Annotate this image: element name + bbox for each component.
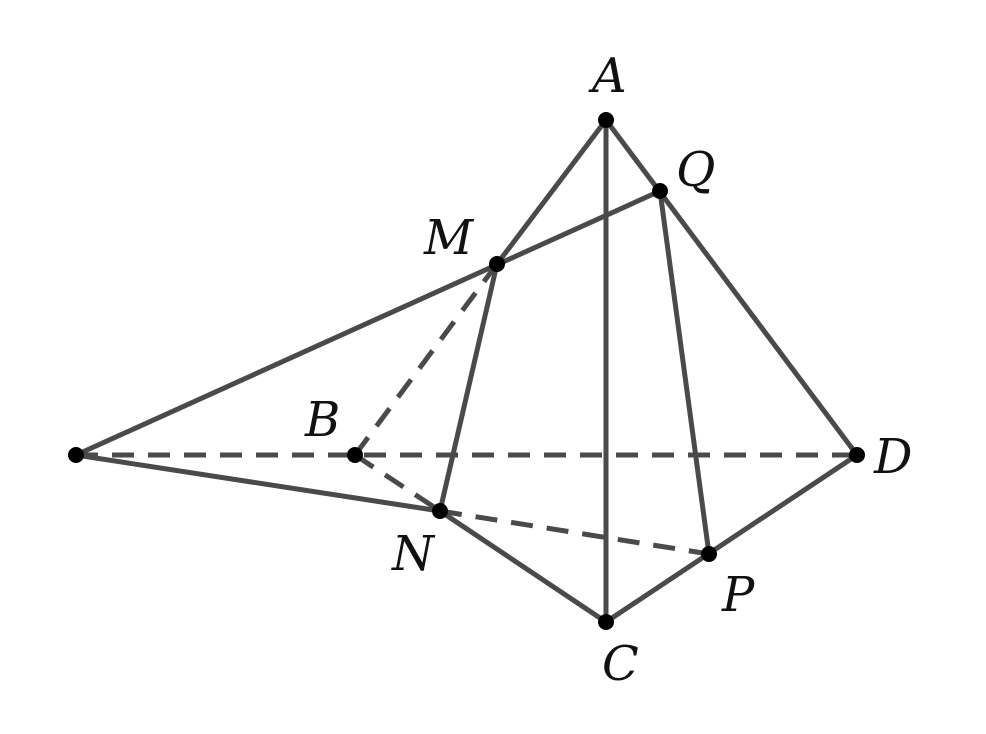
vertices	[68, 112, 865, 630]
vertex-B	[347, 447, 363, 463]
vertex-Q	[652, 183, 668, 199]
labels: A Q M B D N P C	[304, 48, 912, 692]
label-M: M	[423, 210, 475, 266]
label-C: C	[602, 636, 639, 692]
vertex-C	[598, 614, 614, 630]
edge-CD	[603, 452, 860, 625]
edge-NP-dashed	[439, 508, 710, 557]
edge-AM	[494, 117, 609, 267]
label-A: A	[588, 48, 627, 104]
label-B: B	[304, 392, 340, 448]
vertex-M	[489, 256, 505, 272]
label-P: P	[721, 567, 755, 623]
label-N: N	[391, 526, 436, 582]
label-Q: Q	[676, 142, 715, 198]
edge-NC	[437, 508, 609, 625]
vertex-N	[432, 503, 448, 519]
hidden-edges	[76, 262, 857, 557]
solid-edges	[73, 117, 860, 625]
vertex-P	[701, 546, 717, 562]
edge-BM-dashed	[352, 262, 500, 457]
edge-BN-dashed	[353, 452, 442, 514]
vertex-D	[849, 447, 865, 463]
edge-E-N	[73, 452, 443, 514]
vertex-E	[68, 447, 84, 463]
vertex-A	[598, 112, 614, 128]
edge-QP	[657, 188, 712, 557]
edge-E-Q	[73, 188, 663, 458]
edge-MN	[437, 261, 500, 514]
edge-AD	[603, 117, 860, 458]
label-D: D	[873, 429, 912, 485]
